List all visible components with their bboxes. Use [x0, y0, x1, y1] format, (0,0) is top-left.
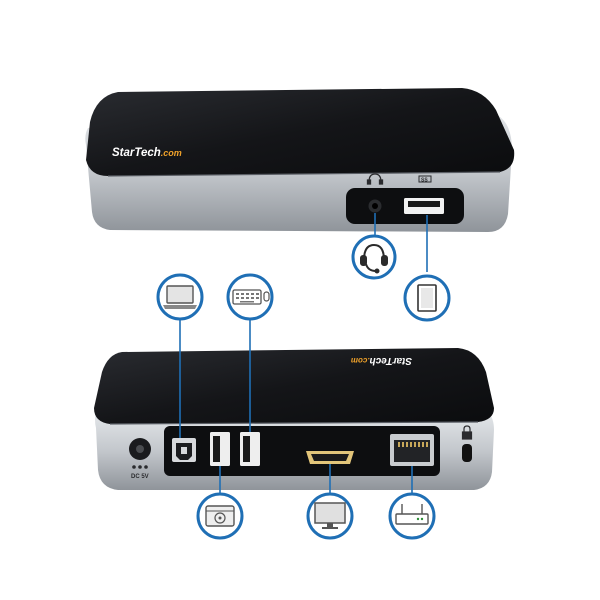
dock-front-view: StarTech.com SS: [85, 88, 515, 232]
dc-power-label: DC 5V: [131, 474, 149, 480]
monitor-callout: [306, 492, 354, 540]
keyboard-callout: [226, 273, 274, 321]
network-router-callout: [388, 492, 436, 540]
usb-port-icon: SS: [418, 175, 432, 184]
rear-port-panel: [164, 426, 440, 476]
startech-logo-front: StarTech.com: [112, 147, 182, 159]
storage-drive-callout: [196, 492, 244, 540]
security-lock-slot: [462, 444, 472, 462]
keyboard-icon: [232, 289, 270, 305]
lock-icon: [461, 425, 473, 440]
monitor-icon: [314, 502, 346, 529]
laptop-icon: [163, 285, 197, 309]
usb-b-port-tongue: [181, 447, 187, 454]
dock-rear-black-top: [94, 348, 494, 424]
headset-callout: [351, 234, 397, 280]
svg-text:SS: SS: [421, 178, 428, 184]
dc-power-pin: [136, 445, 144, 453]
usb-a-port-tongue: [408, 201, 440, 207]
router-icon: [395, 504, 429, 525]
usb-device-icon: [417, 284, 437, 312]
ethernet-port-pins: [398, 442, 428, 447]
dock-rear-edge-highlight: [109, 421, 479, 425]
startech-logo-rear: StarTech.com: [351, 355, 412, 366]
audio-jack-hole: [372, 203, 378, 209]
dc-polarity-icon: [132, 465, 148, 469]
svg-text:StarTech.com: StarTech.com: [351, 355, 412, 366]
dock-front-black-top: [86, 88, 515, 176]
usb-a-port-rear-2-tongue: [243, 436, 250, 462]
hdmi-port-socket: [311, 454, 349, 461]
dock-front-edge-highlight: [107, 171, 501, 177]
disc-drive-icon: [205, 505, 235, 527]
usb-a-port-rear-1-tongue: [213, 436, 220, 462]
usb-device-callout: [403, 274, 451, 322]
dock-rear-view: StarTech.com DC 5V: [94, 348, 494, 490]
headset-port-icon: [366, 173, 384, 185]
laptop-callout: [156, 273, 204, 321]
headset-icon: [360, 243, 388, 274]
